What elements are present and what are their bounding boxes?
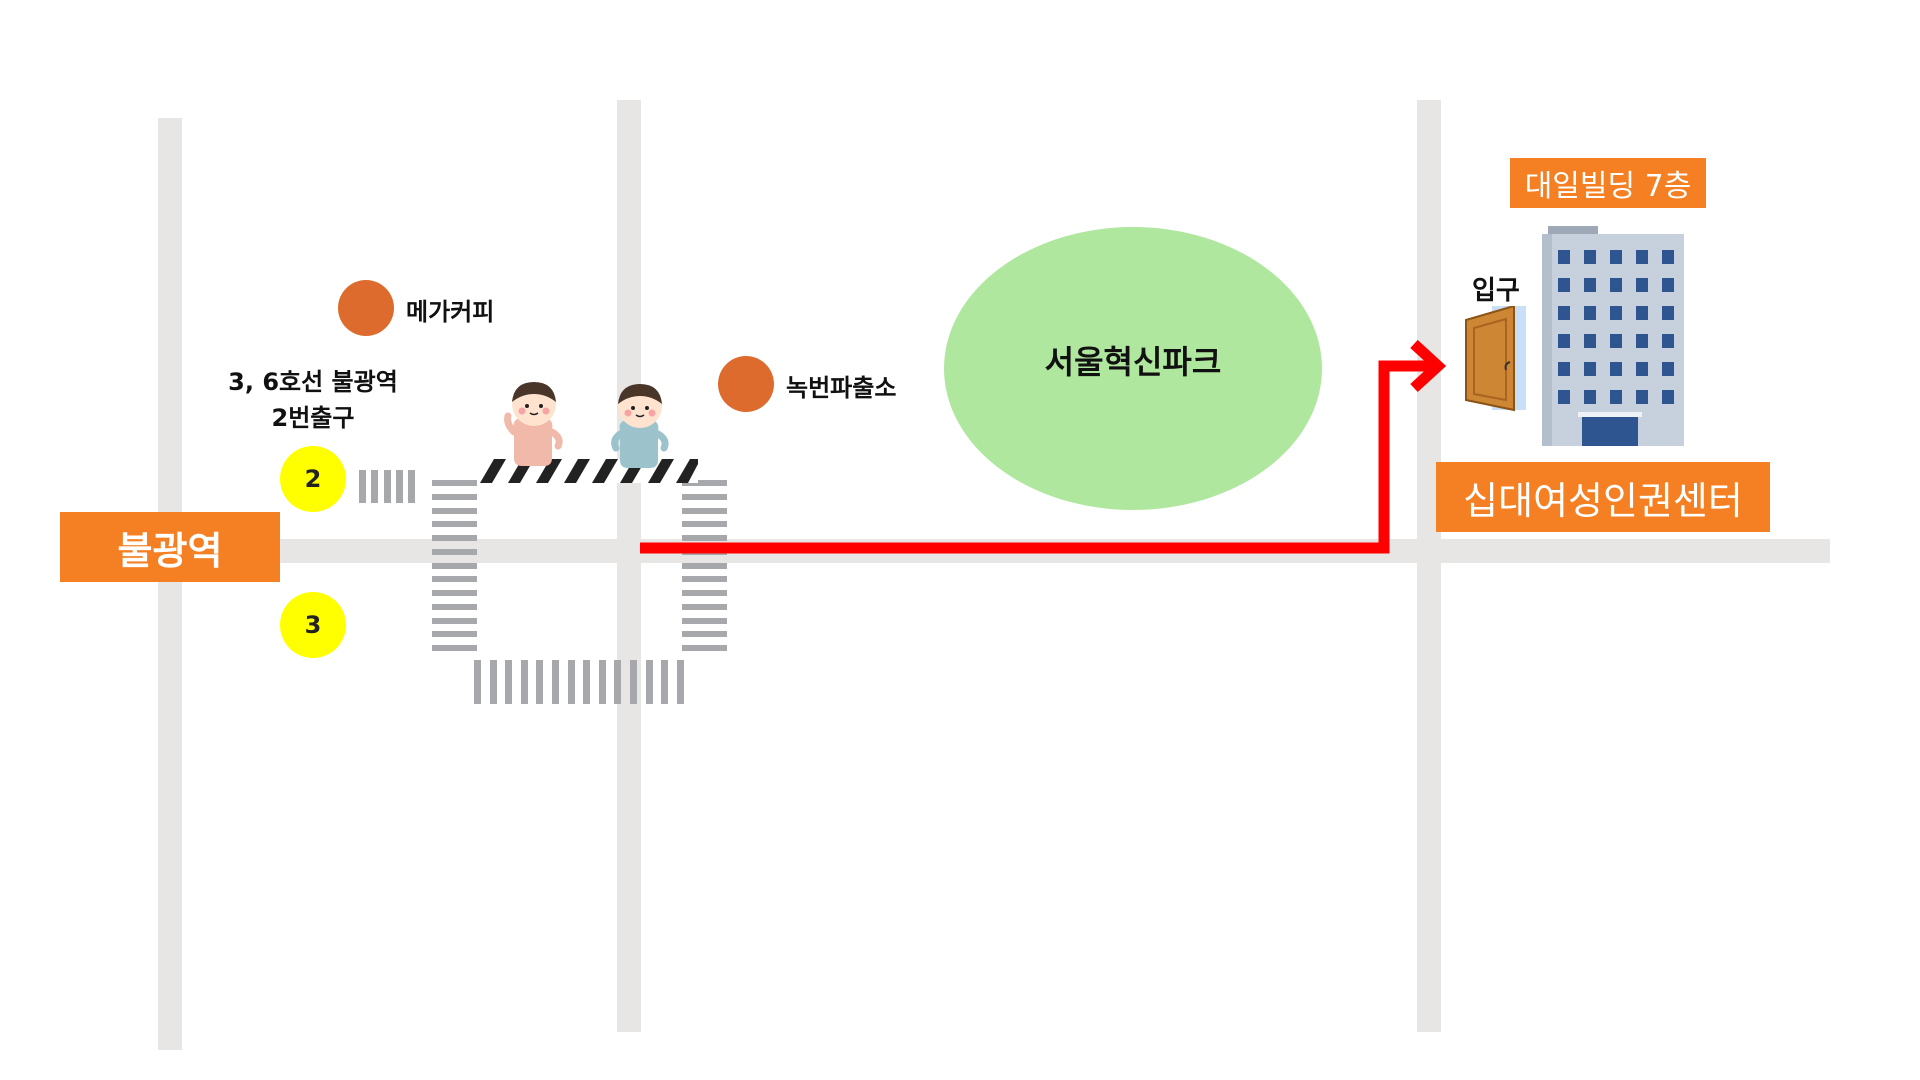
seoul-innovation-park: 서울혁신파크 bbox=[944, 227, 1322, 510]
mega-coffee-marker-icon bbox=[338, 280, 394, 336]
exit-2-marker: 2 bbox=[280, 446, 346, 512]
police-box-label: 녹번파출소 bbox=[786, 374, 897, 402]
police-box-marker-icon bbox=[718, 356, 774, 412]
exit-3-marker: 3 bbox=[280, 592, 346, 658]
building-icon bbox=[1542, 226, 1684, 446]
door-icon bbox=[1465, 306, 1526, 412]
road-vertical-right bbox=[1417, 100, 1441, 1032]
road-vertical-left bbox=[158, 118, 182, 1050]
crosswalk-south bbox=[474, 660, 684, 704]
exit-info-line2: 2번출구 bbox=[271, 404, 355, 432]
road-vertical-middle bbox=[617, 100, 641, 1032]
destination-label: 십대여성인권센터 bbox=[1436, 462, 1770, 532]
crosswalk-north bbox=[480, 459, 698, 483]
mega-coffee-label: 메가커피 bbox=[406, 298, 495, 326]
entrance-label: 입구 bbox=[1472, 276, 1520, 306]
building-name-label: 대일빌딩 7층 bbox=[1510, 158, 1706, 208]
crosswalk-east bbox=[682, 480, 727, 651]
route-arrow bbox=[640, 340, 1447, 554]
park-label: 서울혁신파크 bbox=[1044, 342, 1222, 381]
crosswalk-exit2 bbox=[359, 470, 415, 503]
pedestrian-pink-icon bbox=[504, 382, 563, 466]
station-label: 불광역 bbox=[60, 512, 280, 582]
exit-info-line1: 3, 6호선 불광역 bbox=[228, 368, 398, 396]
crosswalk-west bbox=[432, 480, 477, 651]
exit-info-label: 3, 6호선 불광역 2번출구 bbox=[206, 364, 420, 436]
pedestrian-blue-icon bbox=[611, 384, 669, 468]
